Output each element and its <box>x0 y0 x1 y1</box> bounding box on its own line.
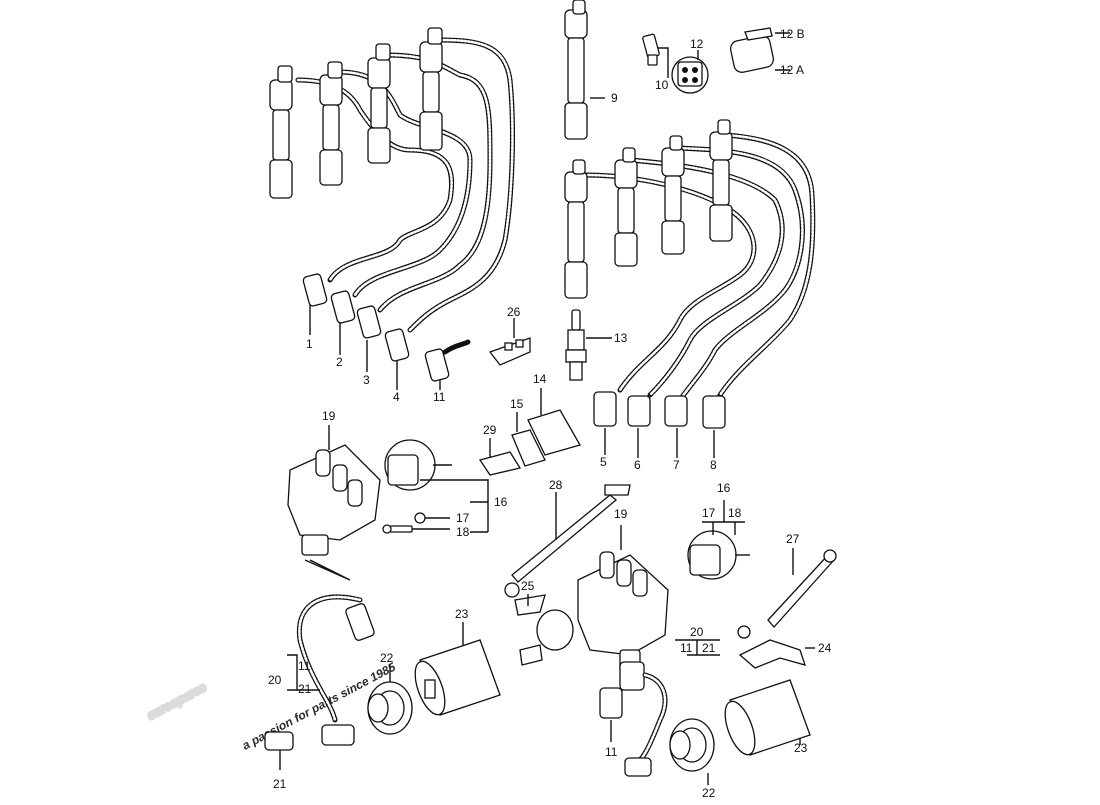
bracket-icon <box>478 388 581 476</box>
spark-plug-lead-single <box>564 0 605 140</box>
callout-13: 13 <box>614 331 628 345</box>
callout-29: 29 <box>483 423 497 437</box>
clamp-icon <box>514 594 574 666</box>
callout-17-left: 17 <box>456 511 470 525</box>
callout-4: 4 <box>393 390 400 404</box>
callout-22-right: 22 <box>702 786 716 800</box>
callout-12a: 12 A <box>780 63 804 77</box>
callout-11-right: 11 <box>680 641 693 655</box>
callout-22-left: 22 <box>380 651 394 665</box>
callout-17-right: 17 <box>702 506 716 520</box>
callout-12: 12 <box>690 37 704 51</box>
plug-connector-icon <box>269 27 443 199</box>
callout-10: 10 <box>655 78 669 92</box>
callout-9: 9 <box>611 91 618 105</box>
callout-21-right: 21 <box>702 641 716 655</box>
terminal-nut-icon <box>642 33 669 78</box>
ignition-coil-icon <box>414 622 501 716</box>
callout-8: 8 <box>710 458 717 472</box>
ignition-lead-set-right <box>564 119 816 458</box>
callout-20-left: 20 <box>268 673 282 687</box>
screw-icon <box>382 512 450 534</box>
callout-21-left: 21 <box>298 682 312 696</box>
bracket-right-icon <box>738 639 815 669</box>
distributor-cap-right-icon <box>577 525 669 673</box>
callout-19-right: 19 <box>614 507 628 521</box>
callout-21-bottom: 21 <box>273 777 287 791</box>
callout-18-left: 18 <box>456 525 470 539</box>
ht-lead-right-icon <box>599 639 720 777</box>
angled-plug-cap-icon <box>302 273 471 382</box>
ignition-coil-right-icon <box>724 679 811 756</box>
callout-11-top: 11 <box>433 390 446 404</box>
ground-strap-icon <box>504 484 631 598</box>
callout-11-bottom: 11 <box>605 745 618 759</box>
callout-26: 26 <box>507 305 521 319</box>
callout-11-left: 11 <box>298 659 311 673</box>
callout-27: 27 <box>786 532 800 546</box>
callout-6: 6 <box>634 458 641 472</box>
ground-strap-right-icon <box>737 548 837 639</box>
callout-28: 28 <box>549 478 563 492</box>
callout-15: 15 <box>510 397 524 411</box>
ht-lead-icon <box>264 559 375 770</box>
spark-plug-icon <box>565 309 612 381</box>
callout-19-left: 19 <box>322 409 336 423</box>
distributor-cap-icon <box>287 425 381 556</box>
distributor-rotor-icon <box>384 439 489 533</box>
callout-25: 25 <box>521 579 535 593</box>
callout-5: 5 <box>600 455 607 469</box>
watermark-brand: eurospares <box>145 680 209 723</box>
callout-20-right: 20 <box>690 625 704 639</box>
callout-2: 2 <box>336 355 343 369</box>
coil-boot-right-icon <box>669 718 715 785</box>
callout-7: 7 <box>673 458 680 472</box>
coil-boot-icon <box>367 665 413 735</box>
callout-24: 24 <box>818 641 832 655</box>
callout-16-right: 16 <box>717 481 731 495</box>
callout-labels: 1 2 3 4 11 5 6 7 8 9 10 12 12 B 12 A 13 … <box>268 27 832 800</box>
rotor-icon <box>671 50 709 94</box>
callout-12b: 12 B <box>780 27 805 41</box>
clip-icon <box>488 318 531 366</box>
callout-23-left: 23 <box>455 607 469 621</box>
callout-14: 14 <box>533 372 547 386</box>
callout-1: 1 <box>306 337 313 351</box>
connector-housing-icon <box>729 27 790 73</box>
callout-3: 3 <box>363 373 370 387</box>
callout-23-right: 23 <box>794 741 808 755</box>
distributor-rotor-right-icon <box>687 500 750 580</box>
ignition-lead-set-left <box>269 27 515 390</box>
callout-18-right: 18 <box>728 506 742 520</box>
callout-16-left: 16 <box>494 495 508 509</box>
